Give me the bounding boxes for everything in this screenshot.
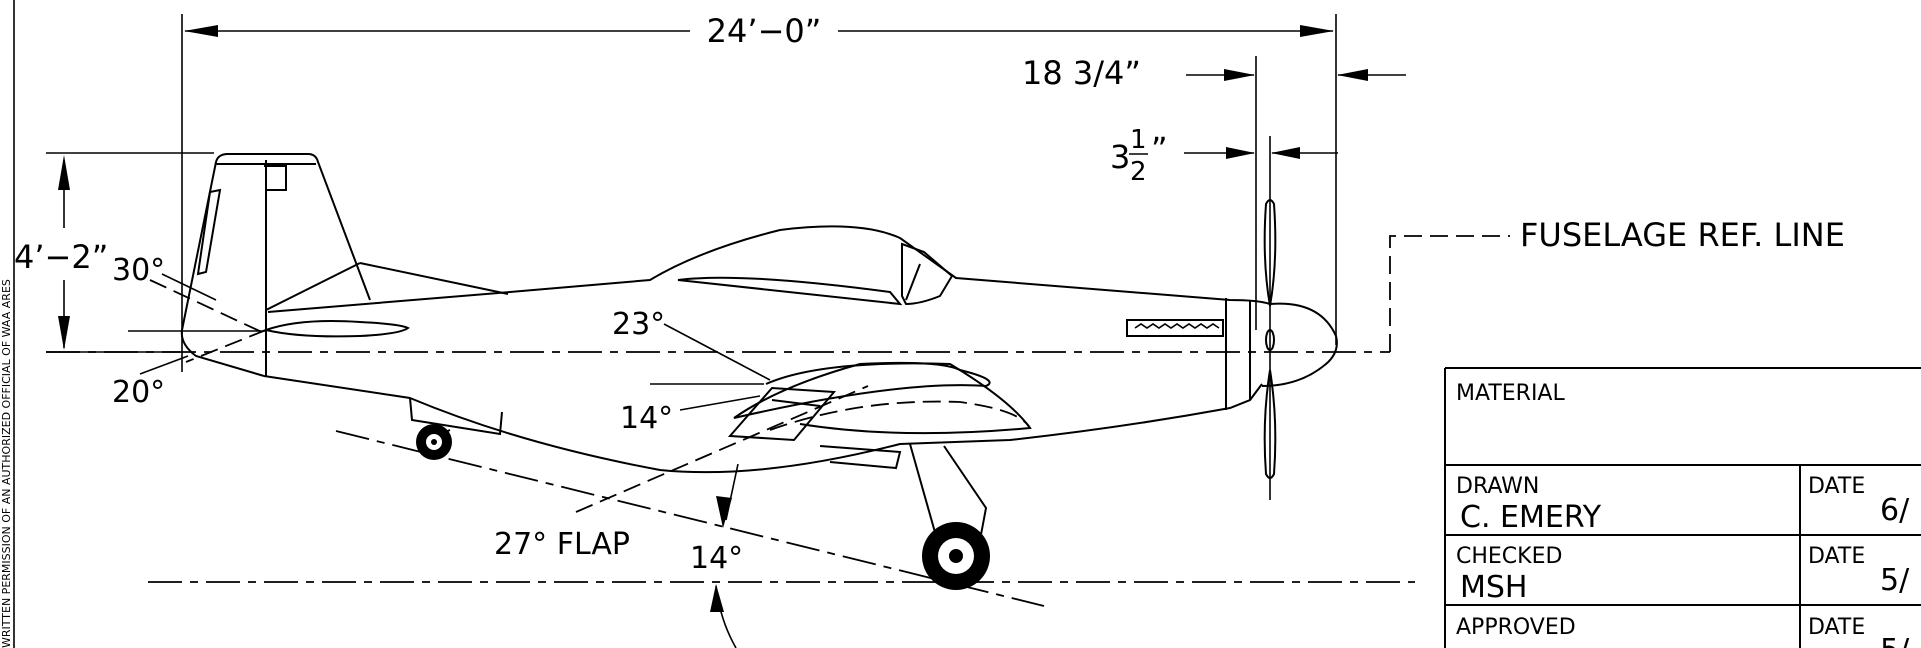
wing-upper-angle-label: 23° [612, 307, 665, 342]
horizontal-stabilizer [262, 320, 410, 338]
spinner-offset-numerator: 1 [1130, 125, 1147, 155]
height-label: 4’−2” [14, 238, 108, 276]
prop-offset-dimension: 18 3/4” [1022, 54, 1406, 330]
rudder-trim-tab [196, 188, 222, 276]
checked-value: MSH [1460, 570, 1528, 605]
title-block: MATERIAL DRAWN C. EMERY DATE 6/ CHECKED … [1444, 367, 1921, 648]
spinner-offset-quote: ” [1151, 130, 1168, 168]
approved-label: APPROVED [1456, 615, 1576, 640]
nose-cowling [1225, 298, 1338, 410]
drawn-value: C. EMERY [1460, 500, 1602, 535]
spinner-offset-denominator: 2 [1130, 157, 1147, 187]
prop-offset-label: 18 3/4” [1022, 54, 1141, 92]
spinner-offset-whole: 3 [1110, 138, 1130, 176]
drawn-date-label: DATE [1808, 474, 1865, 499]
rudder-lower-angle-label: 20° [112, 375, 165, 410]
fuselage-top [265, 225, 1271, 313]
exhaust-stacks [1126, 319, 1224, 337]
aircraft-outline [180, 153, 1338, 590]
fuselage-ref-line-label: FUSELAGE REF. LINE [1520, 216, 1845, 254]
wing-lower-angle-label: 14° [620, 401, 673, 436]
overall-length-dimension: 24’−0” [181, 12, 1337, 372]
checked-date-label: DATE [1808, 544, 1865, 569]
flap-angle-label: 27° FLAP [494, 527, 630, 562]
checked-date-value: 5/ [1880, 563, 1910, 598]
height-dimension: 4’−2” [14, 152, 214, 353]
vertical-stabilizer [181, 153, 371, 331]
canopy [677, 276, 903, 306]
material-label: MATERIAL [1456, 381, 1565, 406]
rudder-upper-angle-label: 30° [112, 253, 165, 288]
canopy-frame [901, 242, 954, 306]
drawn-label: DRAWN [1456, 474, 1539, 499]
spinner-offset-dimension: 3 1 2 ” [1110, 125, 1338, 187]
tail-gear-door [409, 397, 503, 436]
angle-construction-lines [128, 273, 1045, 648]
side-permission-note: WRITTEN PERMISSION OF AN AUTHORIZED OFFI… [0, 279, 13, 648]
wing-fillet [733, 361, 991, 419]
wing-flap [727, 386, 837, 442]
wing-lower-dashed [769, 400, 1031, 431]
ground-angle-label: 14° [690, 541, 743, 576]
drawn-date-value: 6/ [1880, 493, 1910, 528]
fuselage-bottom [263, 375, 1263, 474]
fuselage-ref-line-callout: FUSELAGE REF. LINE [1389, 216, 1845, 352]
approved-date-value: 5/ [1880, 633, 1910, 648]
radiator-scoop [819, 445, 902, 470]
approved-date-label: DATE [1808, 615, 1865, 640]
overall-length-label: 24’−0” [707, 12, 822, 50]
checked-label: CHECKED [1456, 544, 1562, 569]
wing-upper-surface [765, 362, 1032, 435]
